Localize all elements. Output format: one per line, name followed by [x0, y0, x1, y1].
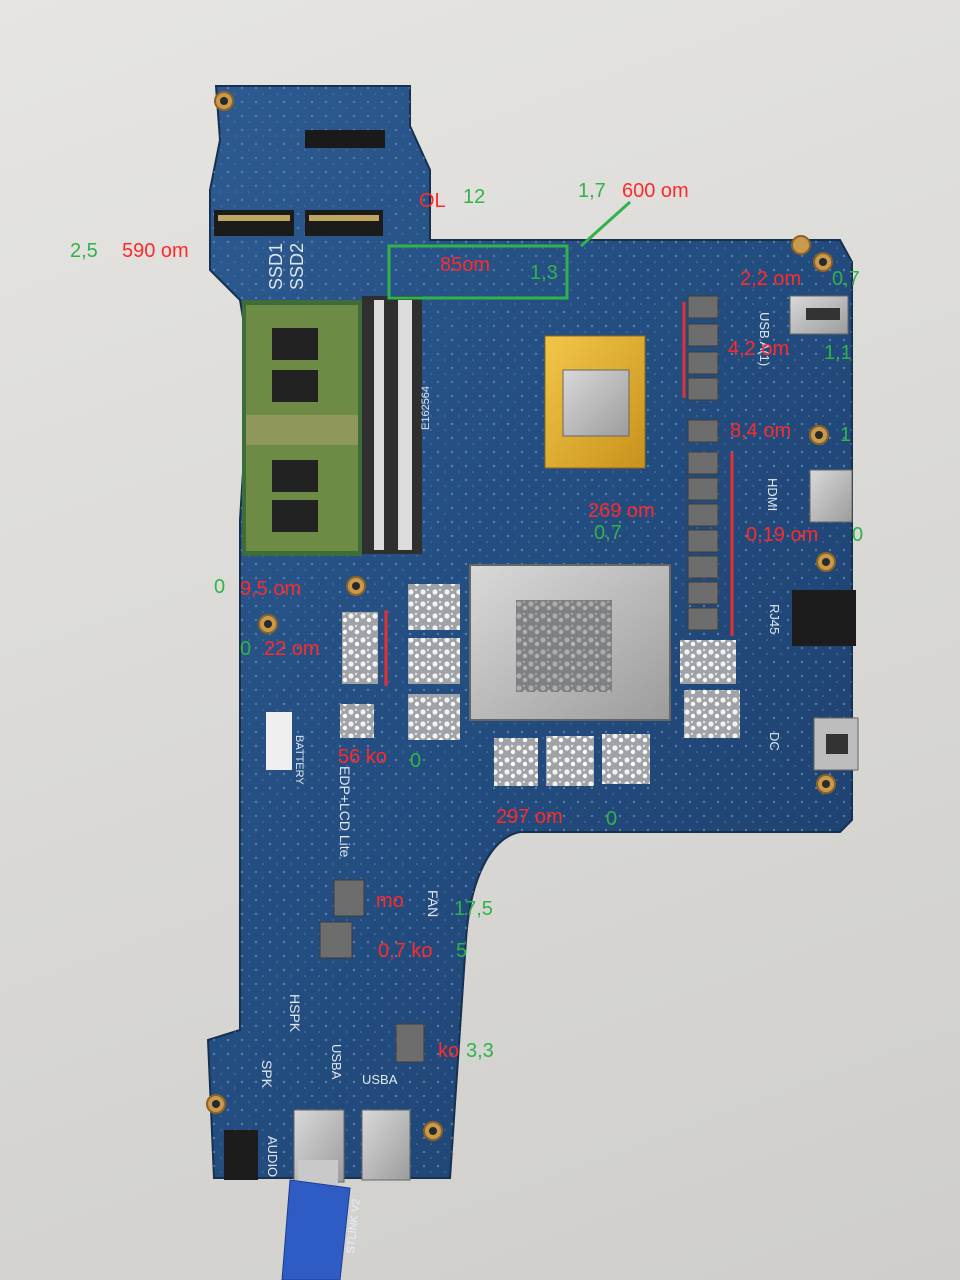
annotation-3-3: 3,3 [466, 1040, 494, 1062]
right-connectors [789, 295, 859, 771]
hdmi-label: HDMI [765, 478, 780, 511]
annotation-269-om: 269 om [588, 500, 655, 522]
annotation-4-2-om: 4,2 om [728, 338, 790, 360]
annotation-0-7-top: 0,7 [832, 268, 860, 290]
fan-label: FAN [425, 890, 441, 917]
annotation-mo: mo [376, 890, 404, 912]
annotation-1-1: 1,1 [824, 342, 852, 364]
annotation-56-ko: 56 ko [338, 746, 387, 768]
annotation-0-left-a: 0 [214, 576, 226, 598]
stlink-dongle: STLINK V2 [281, 1160, 363, 1280]
annotation-600-om: 600 om [622, 180, 689, 202]
annotation-0-19-om: 0,19 om [746, 524, 819, 546]
annotation-17-5: 17,5 [454, 898, 493, 920]
gpu-package [469, 564, 671, 721]
annotation-9-5-om: 9,5 om [240, 578, 302, 600]
stlink-label: STLINK V2 [345, 1198, 363, 1254]
cpu-package [544, 335, 646, 469]
ssd1-label: SSD1 [266, 243, 286, 290]
annotation-0-hdmi: 0 [852, 524, 864, 546]
marker-lines [384, 302, 734, 686]
dc-label: DC [767, 732, 782, 751]
annotation-0-56: 0 [410, 750, 422, 772]
spk-label: SPK [259, 1060, 275, 1089]
annotation-0-7-mid: 0,7 [594, 522, 622, 544]
annotation-ko: ko [438, 1040, 460, 1062]
power-chokes [319, 295, 719, 1063]
annotation-1-3: 1,3 [530, 262, 558, 284]
annotation-0-left-b: 0 [240, 638, 252, 660]
ssd-connectors: SSD1 SSD2 [214, 130, 385, 290]
audio-label: AUDIO [265, 1136, 280, 1177]
annotation-85om: 85om [440, 254, 491, 276]
rj45-label: RJ45 [767, 604, 782, 634]
annotation-0-297: 0 [606, 808, 618, 830]
annotation-297-om: 297 om [496, 806, 563, 828]
annotation-2-2-om: 2,2 om [740, 268, 802, 290]
annotation-1: 1 [840, 424, 852, 446]
annotation-ol: OL [419, 190, 446, 212]
usb-a-top-label: USB A(1) [757, 312, 772, 366]
chip-code-label: E162564 [420, 386, 432, 430]
ram-module [242, 296, 422, 556]
hspk-label: HSPK [287, 994, 303, 1033]
annotation-590-om: 590 om [122, 240, 189, 262]
thermal-paste-pads [340, 584, 740, 786]
ssd2-label: SSD2 [287, 243, 307, 290]
annotation-5: 5 [456, 940, 468, 962]
annotation-22-om: 22 om [264, 638, 320, 660]
annotation-0-7-ko: 0,7 ko [378, 940, 433, 962]
edp-label: EDP+LCD Lite [337, 766, 353, 858]
annotation-12: 12 [463, 186, 486, 208]
annotation-2-5: 2,5 [70, 240, 98, 262]
annotation-8-4-om: 8,4 om [730, 420, 792, 442]
battery-label: BATTERY [293, 735, 305, 785]
usba-label-2: USBA [362, 1072, 398, 1087]
highlight-box [387, 200, 632, 300]
annotation-1-7: 1,7 [578, 180, 606, 202]
usba-label-1: USBA [329, 1044, 344, 1080]
